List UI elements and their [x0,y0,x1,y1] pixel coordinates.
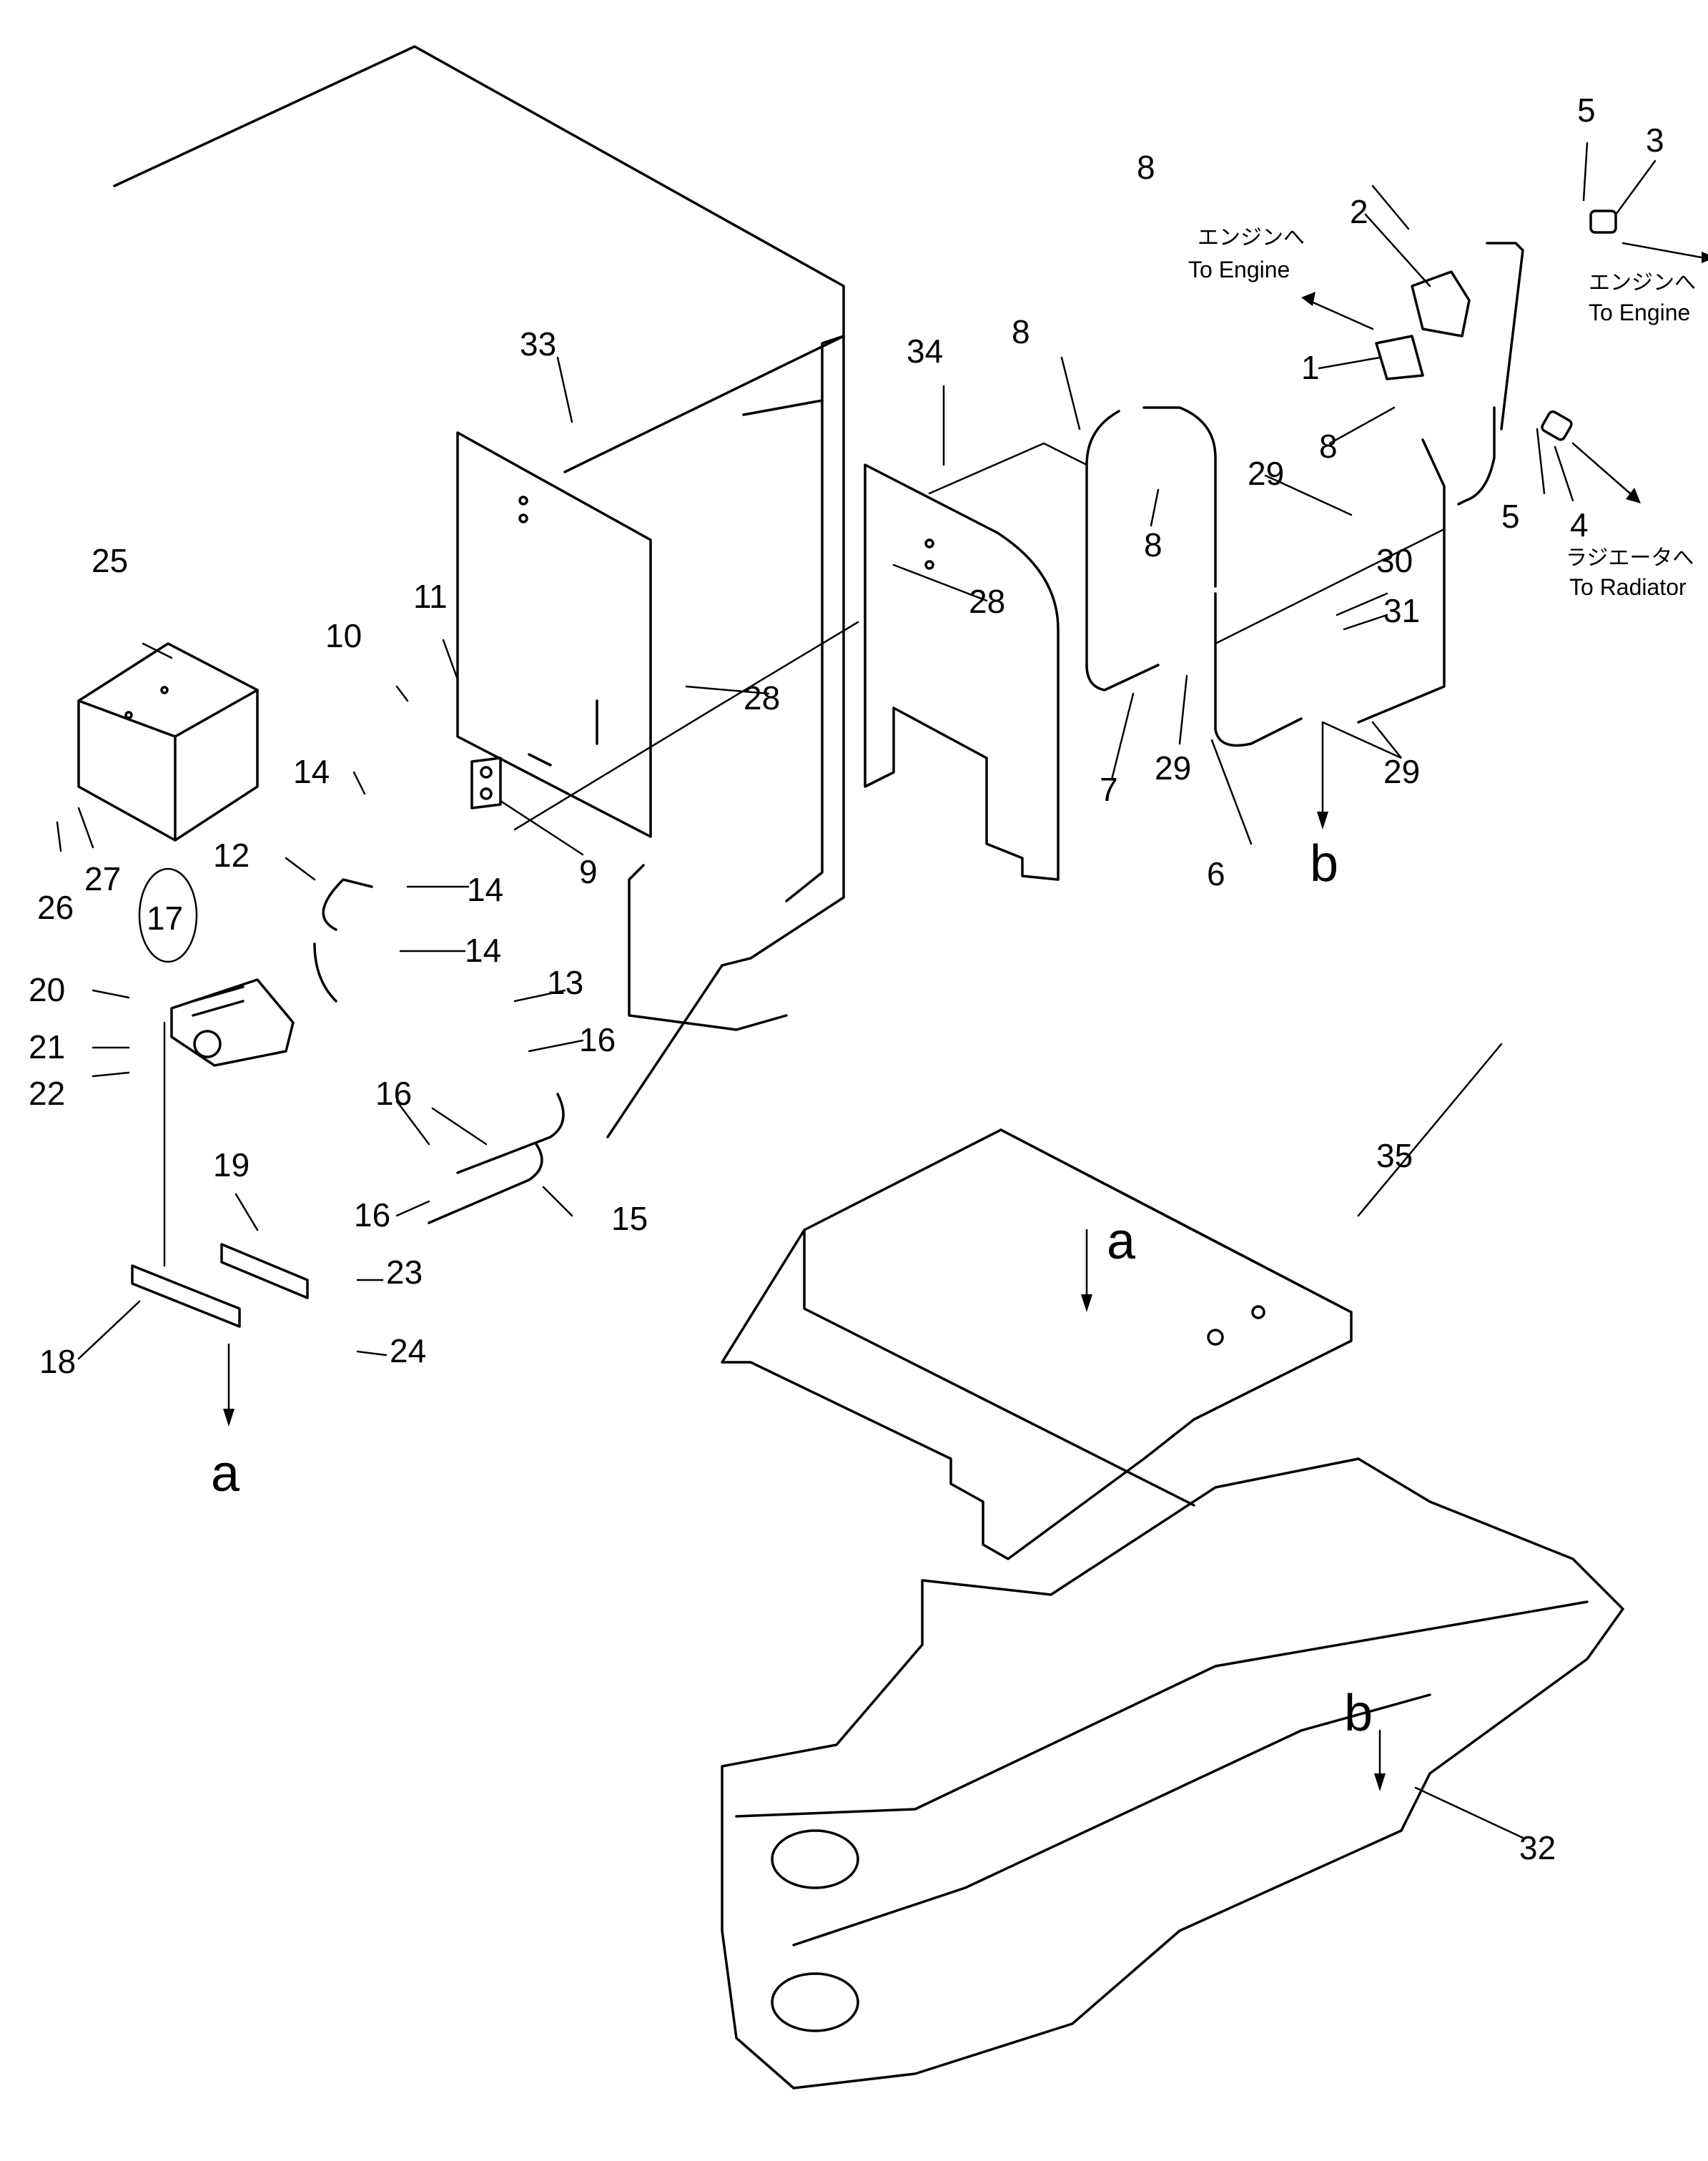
part-label-14c: 14 [465,932,501,969]
heater-17 [138,867,295,1067]
part-label-8c: 8 [1144,526,1162,563]
part-label-29b: 29 [1155,749,1191,787]
part-label-25: 25 [92,542,128,579]
part-label-27: 27 [84,860,121,897]
ref-letter-b-frame: b [1344,1685,1373,1742]
ref-letter-a-frame: a [1107,1213,1136,1270]
cover-25 [77,642,259,842]
part-label-20: 20 [29,971,65,1008]
part-label-15: 15 [611,1200,648,1237]
leader-lines [56,142,1657,1839]
part-label-28a: 28 [969,583,1005,620]
part-label-23: 23 [386,1254,423,1291]
fitting-4 [1541,410,1573,441]
part-label-28b: 28 [744,679,780,717]
bracket-19 [220,1243,309,1299]
panel-33 [456,431,652,838]
part-label-10: 10 [325,617,362,654]
part-label-12: 12 [213,837,250,874]
part-labels: 1 2 3 4 5 5 6 7 8 8 8 8 9 10 11 12 13 14… [29,92,1664,1866]
hose-12 [313,878,373,1003]
part-label-5b: 5 [1501,498,1520,535]
part-label-16a: 16 [579,1021,616,1058]
frame-32 [721,1457,1624,2089]
ref-letter-b-hose: b [1310,835,1338,892]
ref-letter-a-left: a [211,1445,240,1502]
hose-15 [428,1093,565,1224]
note-radiator-jp: ラジエータへ [1566,546,1694,571]
fitting-1 [1375,335,1424,380]
part-label-33: 33 [520,325,556,363]
part-label-21: 21 [29,1028,65,1065]
pipe-6 [1214,242,1524,747]
ref-arrows [163,242,1708,1791]
fitting-3 [1589,210,1617,234]
part-label-2: 2 [1350,193,1368,230]
part-label-17: 17 [147,900,183,937]
bracket-9 [470,757,502,809]
part-label-24: 24 [390,1332,426,1369]
note-radiator-en: To Radiator [1569,574,1687,600]
destination-notes: エンジンへ To Engine エンジンへ To Engine ラジエータへ T… [1188,225,1696,600]
panel-34 [864,463,1060,881]
hose-line [513,442,1446,831]
part-label-16c: 16 [354,1196,390,1234]
part-label-11: 11 [413,578,448,615]
part-label-14b: 14 [467,871,503,908]
bracket-18 [131,1264,241,1328]
part-label-35: 35 [1376,1137,1413,1174]
part-label-18: 18 [39,1343,76,1380]
part-label-3: 3 [1646,122,1664,159]
part-label-30: 30 [1376,542,1413,579]
part-label-1: 1 [1301,349,1320,386]
part-label-29a: 29 [1248,455,1284,492]
note-engine-left-en: To Engine [1188,257,1290,282]
frame-35 [721,1128,1353,1560]
part-label-22: 22 [29,1075,65,1112]
note-engine-left-jp: エンジンへ [1198,225,1305,250]
part-label-34: 34 [907,333,943,370]
part-label-32: 32 [1519,1829,1556,1866]
part-label-7: 7 [1100,771,1118,808]
note-engine-right-jp: エンジンへ [1589,270,1696,295]
part-label-4: 4 [1570,506,1589,543]
part-label-31: 31 [1383,592,1420,629]
part-label-13: 13 [547,964,583,1001]
fitting-2 [1411,270,1471,338]
part-label-8a: 8 [1137,149,1155,186]
part-label-14a: 14 [293,753,330,790]
part-label-8b: 8 [1012,313,1030,350]
part-label-16b: 16 [375,1075,412,1112]
part-label-26: 26 [37,889,74,926]
part-label-19: 19 [213,1146,250,1183]
part-label-8d: 8 [1319,428,1338,465]
note-engine-right-en: To Engine [1589,300,1690,325]
part-label-9: 9 [579,853,598,890]
part-label-5a: 5 [1577,92,1596,129]
part-label-6: 6 [1207,855,1225,892]
cab-outline [113,45,845,1138]
reference-letters: a a b b [211,835,1373,1742]
part-label-29c: 29 [1383,753,1420,790]
